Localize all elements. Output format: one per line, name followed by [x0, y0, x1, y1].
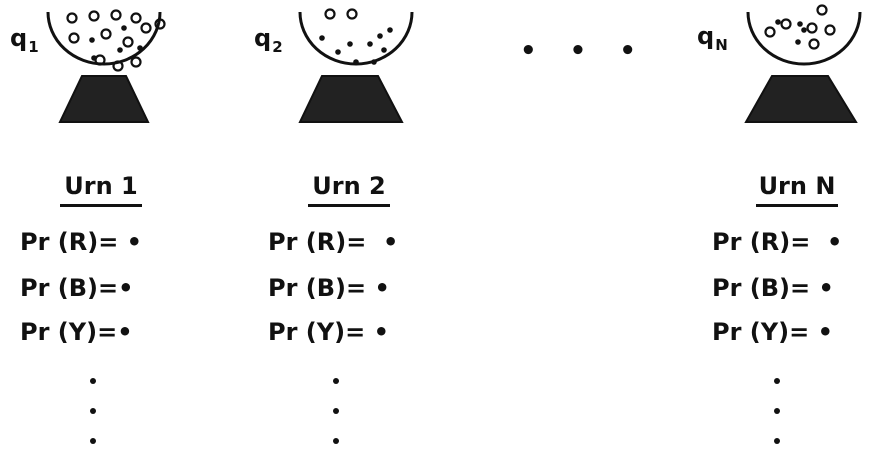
urn-2-pr-y: Pr (Y)= • [268, 318, 389, 346]
pr-label: Pr (B)= [268, 274, 367, 302]
urn-n-pr-b: Pr (B)= • [712, 274, 834, 302]
pr-value: • [817, 318, 833, 346]
urn-n-vdot [774, 438, 780, 444]
pr-value: • [374, 274, 390, 302]
urn-1-pr-y: Pr (Y)=• [20, 318, 133, 346]
urn-n-pr-r: Pr (R)= • [712, 228, 842, 256]
pr-value: • [126, 228, 143, 256]
q-subscript: 1 [28, 38, 39, 56]
urn-2-graphic [298, 8, 414, 123]
pr-label: Pr (R)= [712, 228, 811, 256]
urn-n-vdot [774, 408, 780, 414]
urn-2-vdot [333, 408, 339, 414]
urn-1-vdot [90, 438, 96, 444]
q-letter: q [697, 22, 715, 50]
pr-value: • [118, 274, 134, 302]
q-subscript: 2 [272, 38, 283, 56]
pr-label: Pr (Y)= [20, 318, 118, 346]
pr-label: Pr (R)= [268, 228, 367, 256]
pr-value: • [383, 228, 399, 256]
pr-label: Pr (Y)= [712, 318, 810, 346]
urn-2-pr-r: Pr (R)= • [268, 228, 398, 256]
urn-2-q-label: q2 [254, 24, 283, 56]
urn-2-title: Urn 2 [308, 172, 390, 207]
pr-value: • [373, 318, 389, 346]
urn-1-pr-b: Pr (B)=• [20, 274, 133, 302]
pr-label: Pr (B)= [712, 274, 811, 302]
urn-1-q-label: q1 [10, 24, 39, 56]
urn-1-vdot [90, 378, 96, 384]
pr-label: Pr (B)= [20, 274, 119, 302]
urn-1-graphic [46, 9, 166, 123]
urn-n-pr-y: Pr (Y)= • [712, 318, 833, 346]
urn-2-pr-b: Pr (B)= • [268, 274, 390, 302]
pr-label: Pr (Y)= [268, 318, 366, 346]
pr-value: • [827, 228, 843, 256]
q-letter: q [254, 24, 272, 52]
urn-1-pr-r: Pr (R)= • [20, 228, 142, 256]
urn-1-vdot [90, 408, 96, 414]
urn-n-vdot [774, 378, 780, 384]
pr-value: • [818, 274, 834, 302]
urn-2-vdot [333, 438, 339, 444]
urn-n-title: Urn N [756, 172, 838, 207]
urn-n-graphic [744, 4, 862, 123]
urns-ellipsis: • • • [520, 36, 648, 66]
pr-value: • [117, 318, 133, 346]
urn-2-vdot [333, 378, 339, 384]
q-subscript: N [715, 36, 728, 54]
q-letter: q [10, 24, 28, 52]
urn-n-q-label: qN [697, 22, 728, 54]
urn-1-title: Urn 1 [60, 172, 142, 207]
pr-label: Pr (R)= [20, 228, 119, 256]
